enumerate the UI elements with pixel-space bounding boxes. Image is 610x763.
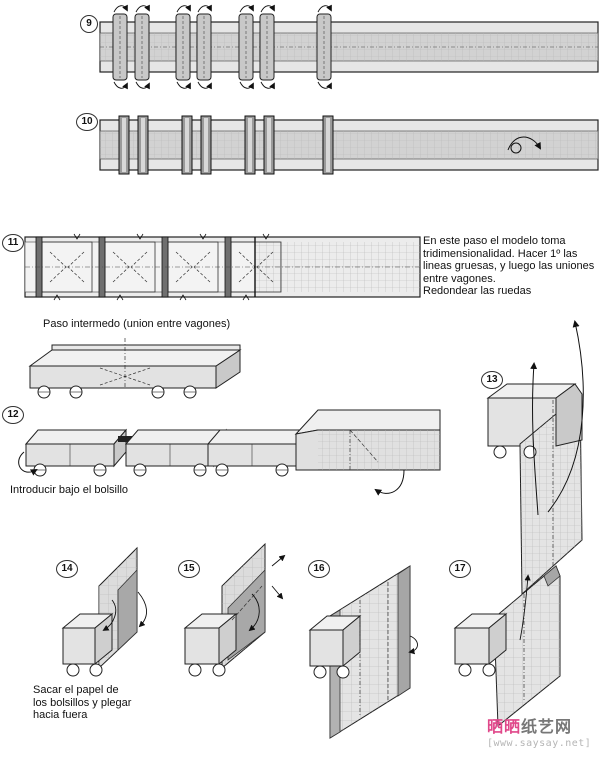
step-label-16: 16 [308,560,330,578]
step-label-13: 13 [481,371,503,389]
step-9-arrow [197,81,212,90]
step-12-train [18,409,441,496]
step-12-wagon-top [206,429,310,445]
step-label-11: 11 [2,234,24,252]
step-13-model [486,320,584,596]
step-9-strip [99,4,599,90]
step-9-arrow [317,81,332,90]
step-15-model [183,542,286,677]
step-9-arrow [176,4,191,13]
pocket-caption: Introducir bajo el bolsillo [10,484,129,496]
step-12-coupling [118,436,132,442]
step-label-15: 15 [178,560,200,578]
turn-over-arrow [507,136,541,151]
step-9-arrow [113,81,128,90]
watermark-brand-part1: 晒晒 [487,717,522,736]
step-label-17: 17 [449,560,471,578]
step-9-arrow [135,4,150,13]
step-label-14: 14 [56,560,78,578]
step-14-caption: Sacar el papel de los bolsillos y plegar… [33,684,132,721]
step-9-arrow [260,4,275,13]
step-label-10: 10 [76,113,98,131]
step-17-model [453,565,561,728]
step-14-model [61,546,147,677]
step-9-arrow [239,4,254,13]
step-9-arrow [113,4,128,13]
step-12-wagon-top [24,429,128,445]
watermark-url: [www.saysay.net] [487,738,592,749]
step-10-strip [99,115,599,175]
step-label-12: 12 [2,406,24,424]
watermark-brand-part2: 纸艺网 [521,717,573,736]
step-9-arrow [197,4,212,13]
step-9-arrow [135,81,150,90]
step-label-9: 9 [80,15,98,33]
watermark-brand: 晒晒纸艺网 [487,713,572,737]
step-9-arrow [176,81,191,90]
step-9-arrow [239,81,254,90]
step-11-strip [24,233,421,301]
step-9-arrow [260,81,275,90]
step-16-model [308,565,418,739]
intermediate-caption: Paso intermedo (union entre vagones) [43,318,231,330]
intermediate-wagon [28,338,242,399]
step-11-caption: En este paso el modelo toma tridimension… [423,235,595,297]
step-9-arrow [317,4,332,13]
